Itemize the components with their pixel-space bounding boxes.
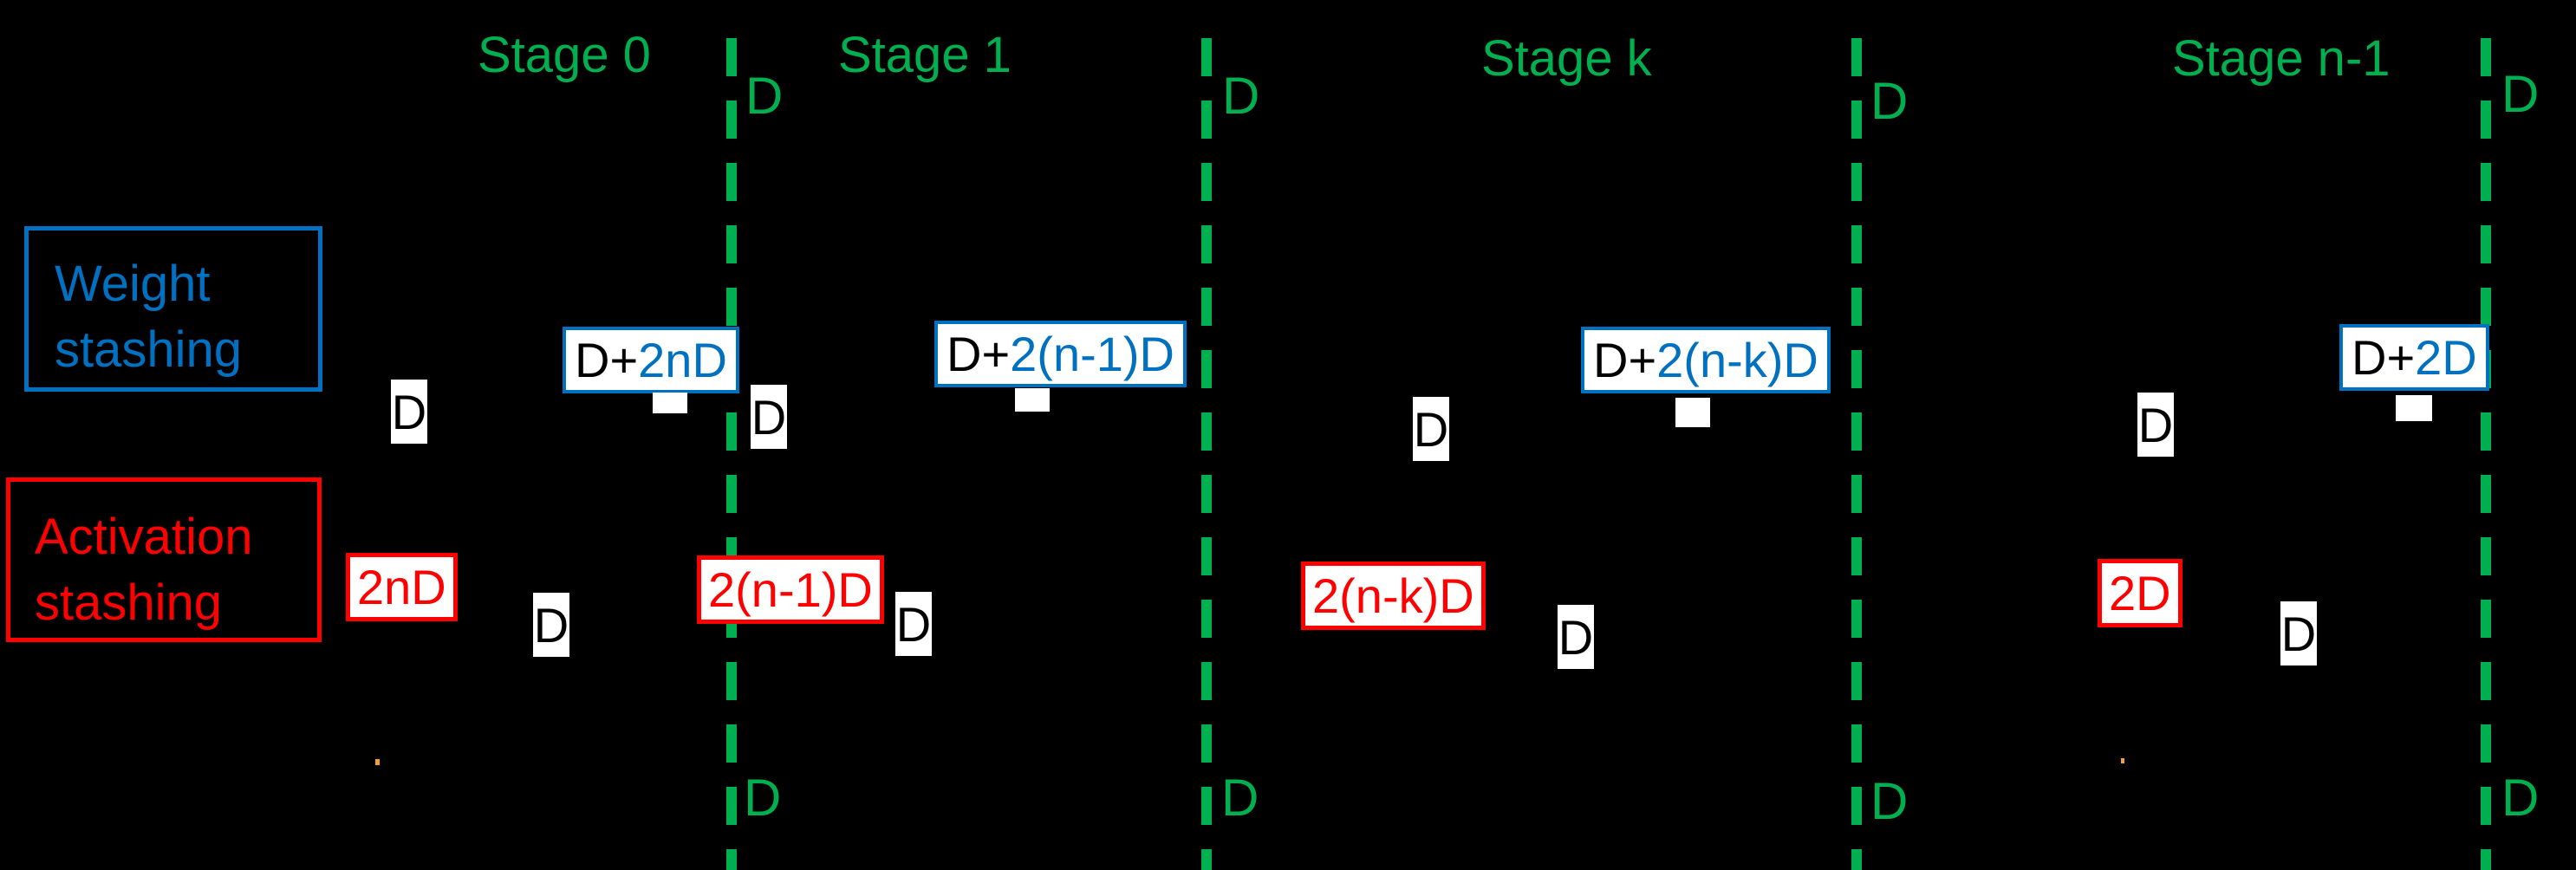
boundary-bottom-d-label-n1: D [2501, 769, 2540, 827]
weight-peak-stash-k: 2(n-k)D [1656, 333, 1818, 387]
activation-peak-box-0: 2nD [346, 553, 458, 621]
activation-peak-box-k: 2(n-k)D [1301, 562, 1486, 630]
legend-activation-line2: stashing [35, 575, 223, 631]
activation-d-label-0: D [533, 593, 569, 657]
legend-activation-line1: Activation [35, 509, 253, 565]
weight-peak-base-n1: D+ [2352, 330, 2416, 385]
weight-initial-d-label-1: D [751, 385, 787, 449]
stage-boundary-line-1 [1201, 38, 1212, 870]
stage-title-0: Stage 0 [478, 27, 651, 83]
legend-weight-stashing: Weight stashing [24, 226, 322, 392]
legend-activation-stashing: Activation stashing [6, 477, 322, 642]
callout-tab-k [1675, 398, 1710, 427]
weight-peak-stash-0: 2nD [638, 333, 727, 387]
stage-title-1: Stage 1 [838, 27, 1012, 83]
stage-boundary-line-0 [726, 38, 737, 870]
activation-peak-label-1: 2(n-1)D [708, 562, 873, 617]
weight-peak-stash-n1: 2D [2415, 330, 2477, 385]
weight-peak-base-k: D+ [1593, 333, 1657, 387]
weight-peak-box-1: D+2(n-1)D [934, 321, 1187, 387]
stage-title-n1: Stage n-1 [2172, 30, 2391, 87]
stage-title-k: Stage k [1481, 30, 1652, 87]
weight-initial-d-label-0: D [391, 380, 427, 444]
boundary-top-d-label-1: D [1222, 67, 1260, 125]
activation-peak-box-n1: 2D [2098, 559, 2182, 627]
callout-tab-n1 [2396, 395, 2432, 421]
callout-tab-0 [653, 393, 687, 413]
stage-boundary-line-k [1851, 38, 1862, 870]
artifact-dot-left [375, 759, 380, 765]
activation-d-label-k: D [1558, 605, 1594, 669]
stage-boundary-line-n1 [2481, 38, 2491, 870]
weight-peak-base-0: D+ [575, 333, 639, 387]
weight-peak-box-n1: D+2D [2339, 324, 2489, 391]
activation-peak-box-1: 2(n-1)D [697, 555, 884, 624]
boundary-bottom-d-label-0: D [744, 769, 782, 827]
activation-peak-label-k: 2(n-k)D [1312, 568, 1474, 623]
activation-peak-label-n1: 2D [2109, 566, 2171, 620]
activation-d-label-1: D [895, 592, 932, 656]
boundary-top-d-label-0: D [745, 67, 784, 125]
artifact-dot-right [2121, 758, 2124, 763]
legend-weight-line1: Weight [55, 256, 211, 312]
weight-initial-d-label-k: D [1413, 397, 1449, 461]
legend-weight-line2: stashing [55, 321, 243, 378]
boundary-top-d-label-n1: D [2501, 65, 2540, 123]
weight-peak-stash-1: 2(n-1)D [1010, 327, 1174, 381]
activation-peak-label-0: 2nD [357, 560, 446, 614]
weight-peak-box-k: D+2(n-k)D [1581, 327, 1831, 393]
boundary-bottom-d-label-k: D [1870, 772, 1909, 830]
activation-d-label-n1: D [2280, 601, 2317, 665]
boundary-bottom-d-label-1: D [1221, 769, 1259, 827]
boundary-top-d-label-k: D [1870, 72, 1909, 130]
weight-peak-base-1: D+ [946, 327, 1011, 381]
callout-tab-1 [1015, 388, 1050, 412]
weight-initial-d-label-n1: D [2137, 393, 2174, 457]
weight-peak-box-0: D+2nD [563, 327, 739, 393]
